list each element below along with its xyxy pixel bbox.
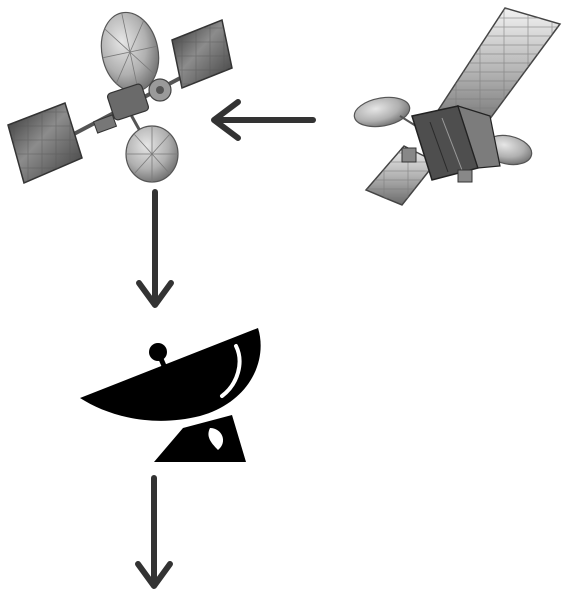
relay-bottom-dish-antenna xyxy=(125,125,179,183)
source-left-dish-antenna xyxy=(353,96,417,128)
ground-output-arrow xyxy=(135,475,173,589)
source-to-relay-arrow xyxy=(211,99,316,141)
relay-left-solar-panel xyxy=(7,102,83,185)
relay-right-solar-panel xyxy=(171,18,233,90)
relay-satellite-body xyxy=(92,78,172,134)
ground-station-dish-icon xyxy=(80,328,261,462)
relay-satellite-icon xyxy=(7,11,233,185)
relay-to-ground-arrow xyxy=(136,189,174,308)
source-satellite-body xyxy=(401,105,501,183)
source-satellite-icon xyxy=(353,7,562,206)
